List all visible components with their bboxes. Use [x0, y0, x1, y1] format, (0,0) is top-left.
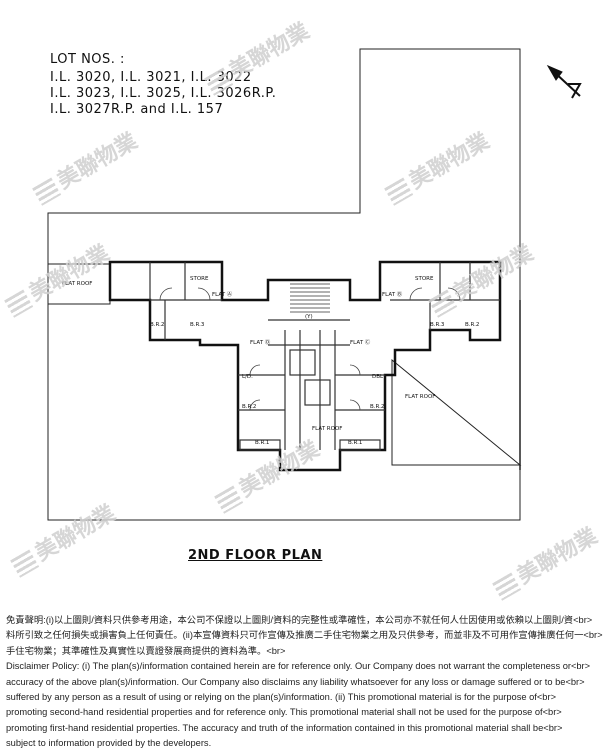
lot-line-3: I.L. 3027R.P. and I.L. 157: [50, 102, 224, 117]
label-br1-right: B.R.1: [348, 440, 362, 446]
disclaimer-en-line: promoting first-hand residential propert…: [6, 722, 563, 733]
disclaimer-en-line: accuracy of the above plan(s)/informatio…: [6, 676, 585, 687]
disclaimer: 免責聲明:(i)以上圖則/資料只供參考用途，本公司不保證以上圖則/資料的完整性或…: [6, 613, 606, 752]
label-flat-a: FLAT Ⓐ: [212, 290, 233, 298]
label-br3-right: B.R.3: [430, 322, 445, 328]
disclaimer-en-line: promoting second-hand residential proper…: [6, 707, 562, 718]
flat-roof-right-triangle: [391, 358, 522, 466]
disclaimer-en-line: subject to information provided by the d…: [6, 738, 212, 749]
label-dbl-right: DBL: [372, 374, 384, 380]
label-br3-left: B.R.3: [190, 322, 205, 328]
plan-title: 2ND FLOOR PLAN: [188, 548, 323, 563]
label-br2-left: B.R.2: [150, 322, 164, 328]
label-flat-roof-right: FLAT ROOF: [405, 394, 435, 400]
north-arrow-icon: [546, 64, 582, 99]
label-flat-roof-left: FLAT ROOF: [62, 281, 92, 287]
label-flat-d: FLAT Ⓓ: [250, 338, 271, 346]
disclaimer-cn-line: 手住宅物業；其準確性及真實性以賣證發展商提供的資料為準。<br>: [6, 645, 286, 656]
disclaimer-en-line: suffered by any person as a result of us…: [6, 692, 557, 703]
label-br1-left: B.R.1: [255, 440, 269, 446]
label-y: (Y): [305, 314, 313, 320]
label-flat-b: FLAT Ⓑ: [382, 290, 403, 298]
building-outline: [108, 260, 502, 472]
lot-line-2: I.L. 3023, I.L. 3025, I.L. 3026R.P.: [50, 86, 277, 101]
disclaimer-en-line: Disclaimer Policy: (i) The plan(s)/infor…: [6, 661, 591, 672]
label-br2-lower-right: B.R.2: [370, 404, 384, 410]
lot-heading: LOT NOS. :: [50, 52, 125, 67]
label-store-right: STORE: [415, 276, 434, 282]
label-br2-right: B.R.2: [465, 322, 479, 328]
label-store-left: STORE: [190, 276, 209, 282]
disclaimer-cn-line: 免責聲明:(i)以上圖則/資料只供參考用途，本公司不保證以上圖則/資料的完整性或…: [6, 615, 593, 625]
label-lr-left: L/D.: [242, 374, 253, 380]
lot-line-1: I.L. 3020, I.L. 3021, I.L. 3022: [50, 70, 252, 85]
label-flat-c: FLAT Ⓒ: [350, 338, 371, 346]
site-boundary: [47, 48, 521, 521]
disclaimer-cn-line: 料所引致之任何損失或損害負上任何責任。(ii)本宣傳資料只可作宣傳及推廣二手住宅…: [6, 630, 603, 641]
label-flat-roof-center: FLAT ROOF: [312, 426, 342, 432]
label-br2-lower-left: B.R.2: [242, 404, 256, 410]
